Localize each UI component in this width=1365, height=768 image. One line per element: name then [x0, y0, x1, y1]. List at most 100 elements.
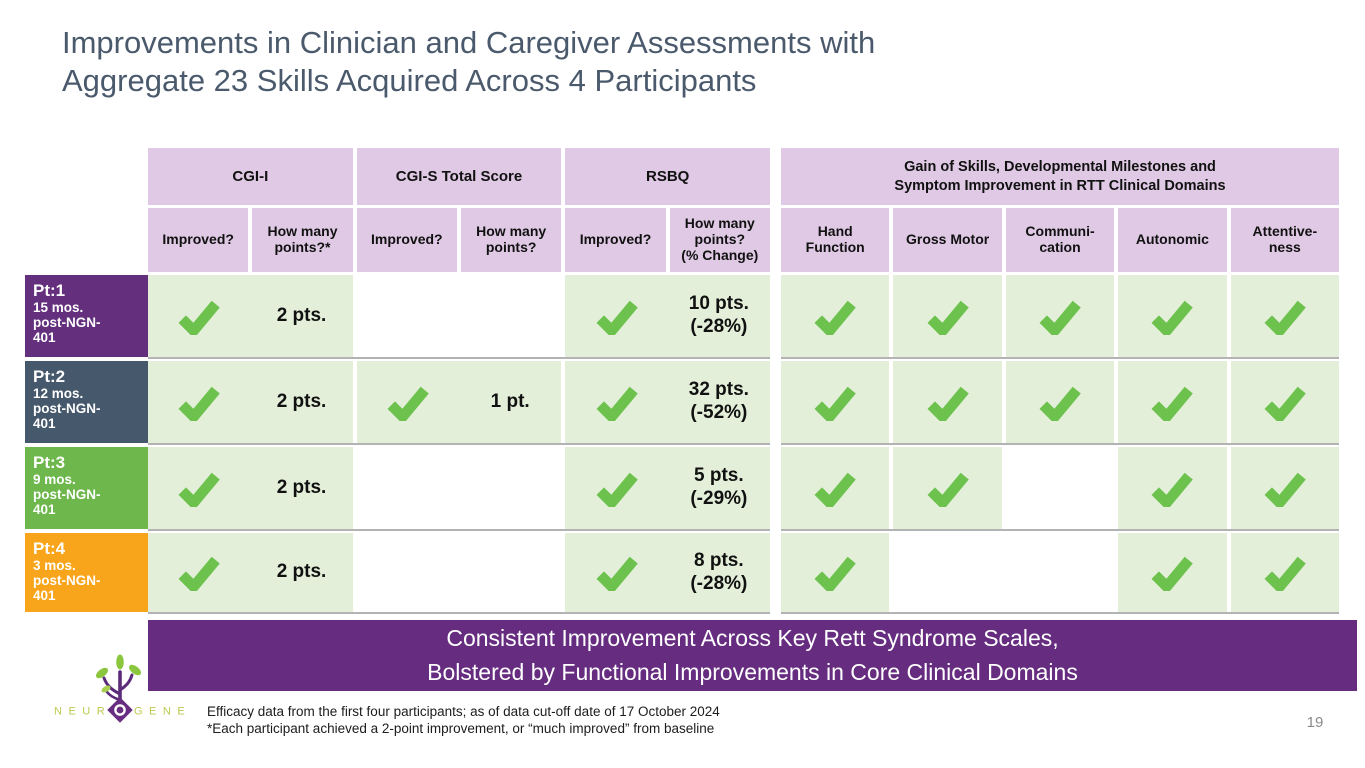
check-icon	[1264, 556, 1306, 591]
row-label-pt4: Pt:4 3 mos. post-NGN- 401	[25, 533, 148, 612]
domain-cell-hand-function	[781, 447, 890, 529]
participant-id: Pt:1	[33, 281, 66, 300]
subheader-cgi-i-points: How many points?*	[252, 208, 353, 272]
points-value: 2 pts.	[276, 304, 327, 326]
participant-id: Pt:2	[33, 367, 66, 386]
group-header-rsbq: RSBQ	[565, 148, 771, 205]
check-icon	[596, 300, 638, 335]
check-icon	[178, 386, 220, 421]
row-label-pt3: Pt:3 9 mos. post-NGN- 401	[25, 447, 148, 529]
rsbq-cell: 8 pts. (-28%)	[565, 533, 771, 612]
participant-subtitle: 9 mos. post-NGN- 401	[33, 472, 101, 518]
footnotes: Efficacy data from the first four partic…	[207, 703, 720, 737]
logo-tree-icon	[96, 654, 141, 723]
table-row-pt2: 2 pts. 1 pt. 32 pts. (-52%)	[148, 361, 771, 445]
logo-text-left: NEUR	[54, 706, 111, 718]
subheader-autonomic: Autonomic	[1118, 208, 1227, 272]
domain-cell-attentiveness	[1230, 447, 1340, 529]
check-icon	[814, 386, 857, 421]
points-value: 2 pts.	[276, 390, 327, 412]
rsbq-cell: 5 pts. (-29%)	[565, 447, 771, 529]
row-label-pt1: Pt:1 15 mos. post-NGN- 401	[25, 275, 148, 357]
check-icon	[596, 386, 638, 421]
row-label-pt2: Pt:2 12 mos. post-NGN- 401	[25, 361, 148, 443]
check-icon	[596, 472, 638, 507]
group-header-cgi-i: CGI-I	[148, 148, 353, 205]
logo-text-right: GENE	[134, 706, 190, 718]
check-icon	[927, 386, 969, 421]
points-value: 2 pts.	[276, 561, 327, 583]
points-value: 8 pts. (-28%)	[690, 549, 748, 594]
table-row-pt3: 2 pts. 5 pts. (-29%)	[148, 447, 771, 531]
assessment-table-body: 2 pts. 10 pts. (-28%) 2 pts. 1 pt.	[148, 275, 771, 616]
domain-cell-communication	[1005, 275, 1115, 357]
domain-cell-attentiveness	[1230, 275, 1340, 357]
check-icon	[814, 556, 857, 591]
check-icon	[814, 300, 857, 335]
page-number: 19	[1306, 714, 1324, 731]
cgi-i-cell: 2 pts.	[148, 275, 353, 357]
check-icon	[1151, 472, 1194, 507]
footnote-line-2: *Each participant achieved a 2-point imp…	[207, 721, 715, 736]
footnote-line-1: Efficacy data from the first four partic…	[207, 704, 720, 719]
domains-row-pt4	[781, 533, 1340, 614]
assessment-table-header: CGI-I CGI-S Total Score RSBQ Improved? H…	[148, 148, 771, 272]
page-title: Improvements in Clinician and Caregiver …	[62, 25, 876, 98]
domain-cell-attentiveness	[1230, 361, 1340, 443]
cgi-i-cell: 2 pts.	[148, 533, 353, 612]
participant-subtitle: 3 mos. post-NGN- 401	[33, 558, 101, 604]
check-icon	[1264, 472, 1306, 507]
points-value: 2 pts.	[276, 476, 327, 498]
participant-subtitle: 12 mos. post-NGN- 401	[33, 386, 101, 432]
check-icon	[387, 386, 429, 421]
points-value	[459, 275, 561, 357]
subheader-rsbq-improved: Improved?	[565, 208, 666, 272]
group-header-cgi-s: CGI-S Total Score	[356, 148, 562, 205]
domain-cell-gross-motor	[893, 533, 1002, 612]
domain-cell-autonomic	[1118, 447, 1227, 529]
table-row-pt4: 2 pts. 8 pts. (-28%)	[148, 533, 771, 614]
domains-row-pt1	[781, 275, 1340, 359]
neurogene-logo: NEUR GENE	[54, 654, 190, 723]
domain-cell-gross-motor	[893, 447, 1002, 529]
check-icon	[1264, 386, 1306, 421]
domain-cell-communication	[1005, 447, 1115, 529]
subheader-cgi-s-improved: Improved?	[356, 208, 457, 272]
cgi-s-cell	[356, 533, 562, 612]
domain-cell-communication	[1005, 533, 1115, 612]
check-icon	[1151, 386, 1194, 421]
subheader-cgi-i-improved: Improved?	[148, 208, 249, 272]
check-icon	[927, 472, 969, 507]
rsbq-cell: 32 pts. (-52%)	[565, 361, 771, 443]
check-icon	[178, 300, 220, 335]
check-icon	[1039, 300, 1081, 335]
check-icon	[1039, 386, 1081, 421]
cgi-s-cell	[356, 447, 562, 529]
points-value	[459, 533, 561, 612]
group-header-domains: Gain of Skills, Developmental Milestones…	[781, 148, 1339, 205]
subheader-attentiveness: Attentive- ness	[1230, 208, 1340, 272]
domain-cell-gross-motor	[893, 275, 1002, 357]
participant-id: Pt:4	[33, 539, 66, 558]
domains-row-pt2	[781, 361, 1340, 445]
points-value: 32 pts. (-52%)	[688, 379, 749, 423]
domain-cell-autonomic	[1118, 361, 1227, 443]
participant-id: Pt:3	[33, 453, 66, 472]
table-row-pt1: 2 pts. 10 pts. (-28%)	[148, 275, 771, 359]
subheader-cgi-s-points: How many points?	[460, 208, 562, 272]
cgi-i-cell: 2 pts.	[148, 447, 353, 529]
domain-cell-hand-function	[781, 275, 890, 357]
points-value: 5 pts. (-29%)	[690, 465, 748, 509]
domain-cell-hand-function	[781, 533, 890, 612]
domain-cell-attentiveness	[1230, 533, 1340, 612]
participant-subtitle: 15 mos. post-NGN- 401	[33, 300, 101, 346]
domain-cell-autonomic	[1118, 275, 1227, 357]
check-icon	[927, 300, 969, 335]
cgi-s-cell: 1 pt.	[356, 361, 562, 443]
check-icon	[1264, 300, 1306, 335]
cgi-i-cell: 2 pts.	[148, 361, 353, 443]
check-icon	[178, 556, 220, 591]
domains-table-body	[781, 275, 1340, 616]
conclusion-banner: Consistent Improvement Across Key Rett S…	[148, 620, 1357, 691]
